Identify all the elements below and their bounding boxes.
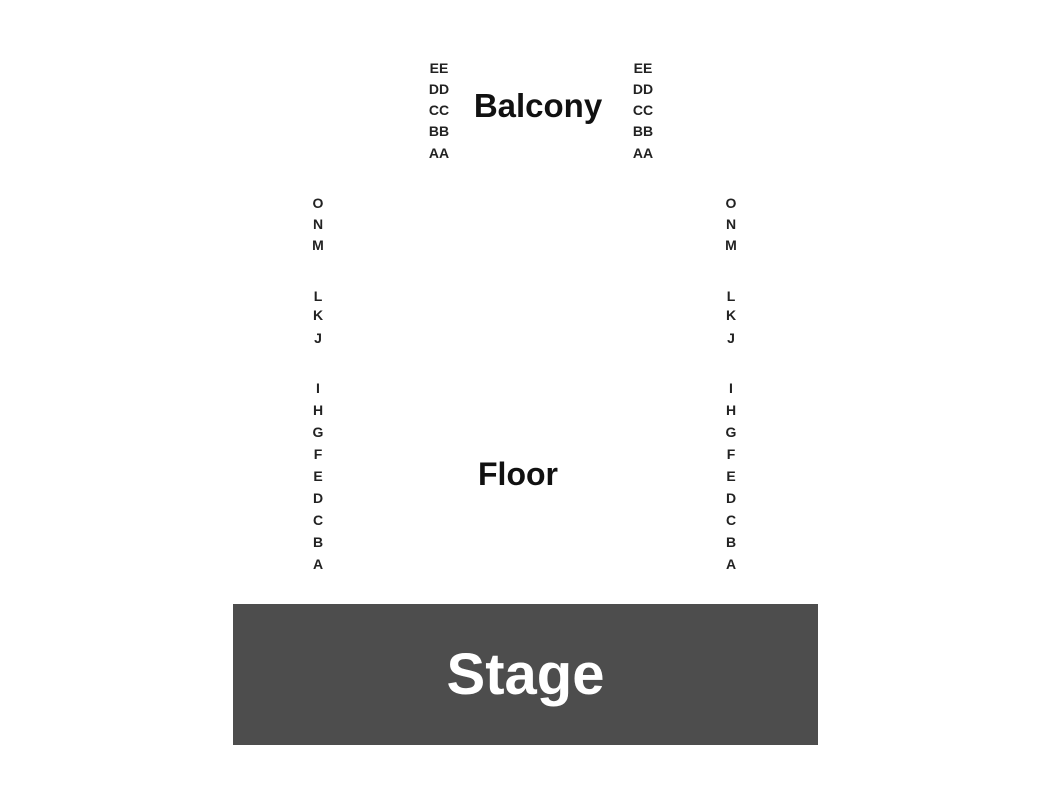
balcony-right-row-cc[interactable]: CC [632,102,654,118]
floor-left-row-o[interactable]: O [312,195,324,211]
floor-right-row-e[interactable]: E [726,468,736,484]
floor-left-row-a[interactable]: A [312,556,324,572]
balcony-title: Balcony [473,87,603,124]
balcony-right-row-bb[interactable]: BB [632,123,654,139]
floor-left-row-g[interactable]: G [312,424,324,440]
floor-right-row-c[interactable]: C [725,512,737,528]
balcony-left-row-dd[interactable]: DD [428,81,450,97]
floor-right-row-m[interactable]: M [725,237,737,253]
floor-left-row-m[interactable]: M [312,237,324,253]
floor-left-row-d[interactable]: D [312,490,324,506]
floor-right-row-d[interactable]: D [725,490,737,506]
floor-title: Floor [478,456,558,492]
balcony-right-row-dd[interactable]: DD [632,81,654,97]
floor-left-row-e[interactable]: E [313,468,323,484]
floor-left-row-h[interactable]: H [312,402,324,418]
floor-left-row-l[interactable]: L [313,288,323,304]
floor-right-row-i[interactable]: I [729,380,733,396]
balcony-left-row-bb[interactable]: BB [428,123,450,139]
floor-left-row-b[interactable]: B [312,534,324,550]
floor-left-row-j[interactable]: J [314,330,322,346]
floor-right-row-o[interactable]: O [725,195,737,211]
floor-left-row-i[interactable]: I [316,380,320,396]
floor-right-row-n[interactable]: N [725,216,737,232]
balcony-right-row-ee[interactable]: EE [633,60,653,76]
stage: Stage [233,604,818,745]
floor-right-row-h[interactable]: H [725,402,737,418]
floor-right-row-b[interactable]: B [725,534,737,550]
balcony-left-row-aa[interactable]: AA [428,145,450,161]
balcony-left-row-ee[interactable]: EE [429,60,449,76]
stage-label: Stage [446,641,605,707]
floor-right-row-k[interactable]: K [725,307,737,323]
floor-left-row-c[interactable]: C [312,512,324,528]
balcony-left-row-cc[interactable]: CC [428,102,450,118]
floor-right-row-j[interactable]: J [727,330,735,346]
floor-right-row-g[interactable]: G [725,424,737,440]
floor-left-row-n[interactable]: N [312,216,324,232]
floor-right-row-l[interactable]: L [726,288,736,304]
balcony-right-row-aa[interactable]: AA [632,145,654,161]
floor-right-row-f[interactable]: F [726,446,736,462]
floor-left-row-k[interactable]: K [312,307,324,323]
floor-left-row-f[interactable]: F [313,446,323,462]
floor-right-row-a[interactable]: A [725,556,737,572]
